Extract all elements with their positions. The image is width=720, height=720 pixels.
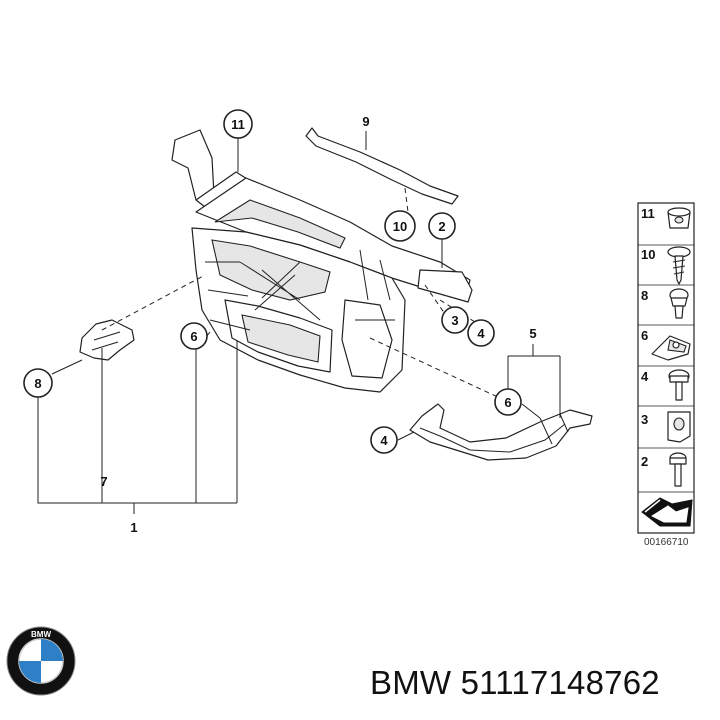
side-bracket-drawing xyxy=(409,403,593,461)
callout-10-label: 10 xyxy=(393,219,407,234)
callout-5: 5 xyxy=(529,326,536,341)
cage-nut-icon xyxy=(667,411,691,443)
callout-6-right-label: 6 xyxy=(504,395,511,410)
callout-4-upper-label: 4 xyxy=(477,326,485,341)
callout-6-left: 6 xyxy=(180,322,208,350)
callout-2: 2 xyxy=(428,212,456,240)
callout-11: 11 xyxy=(223,109,253,139)
legend-num-6: 6 xyxy=(641,328,648,343)
front-carrier-drawing xyxy=(171,129,473,393)
spring-nut-icon xyxy=(651,335,691,361)
callout-9: 9 xyxy=(362,114,369,129)
callout-2-label: 2 xyxy=(438,219,445,234)
legend-num-2: 2 xyxy=(641,454,648,469)
clip-nut-icon xyxy=(667,207,691,229)
callout-4-lower: 4 xyxy=(370,426,398,454)
hex-bolt-icon xyxy=(668,369,690,401)
callout-3-label: 3 xyxy=(451,313,458,328)
callout-1-label: 1 xyxy=(130,520,137,535)
hex-screw-icon xyxy=(669,452,687,487)
callout-5-label: 5 xyxy=(529,326,536,341)
part-number-label: BMW 51117148762 xyxy=(370,664,660,701)
hardware-legend: 11 10 8 6 4 xyxy=(637,202,695,548)
legend-num-8: 8 xyxy=(641,288,648,303)
legend-num-4: 4 xyxy=(641,369,649,384)
callout-4-upper: 4 xyxy=(467,319,495,347)
left-bracket-drawing xyxy=(79,319,135,361)
drawing-id: 00166710 xyxy=(644,537,689,548)
callout-7-label: 7 xyxy=(100,474,107,489)
logo-lettering: BMW xyxy=(31,630,51,639)
callout-10: 10 xyxy=(384,210,416,242)
callout-8: 8 xyxy=(23,368,53,398)
callout-4-lower-label: 4 xyxy=(380,433,388,448)
bmw-logo: BMW xyxy=(6,626,76,696)
callout-3: 3 xyxy=(441,306,469,334)
callout-9-label: 9 xyxy=(362,114,369,129)
legend-num-10: 10 xyxy=(641,247,655,262)
legend-num-11: 11 xyxy=(641,206,655,221)
legend-num-3: 3 xyxy=(641,412,648,427)
self-tapping-screw-icon xyxy=(667,246,691,285)
expanding-rivet-icon xyxy=(669,288,689,319)
leader-lines xyxy=(37,131,561,514)
arrow-pointer-icon xyxy=(641,497,693,527)
callout-1: 1 xyxy=(130,520,137,535)
callout-7: 7 xyxy=(100,474,107,489)
callout-11-label: 11 xyxy=(231,117,245,132)
upper-seal-strip-drawing xyxy=(305,127,459,205)
callout-6-right: 6 xyxy=(494,388,522,416)
callout-6-left-label: 6 xyxy=(190,329,197,344)
callout-8-label: 8 xyxy=(34,376,41,391)
